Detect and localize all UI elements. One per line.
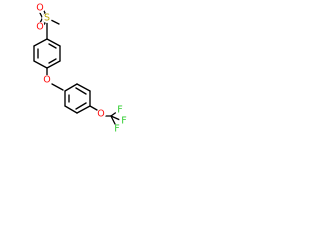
label-backing [112, 124, 122, 134]
label-backing [42, 75, 52, 85]
upper-ring-inner-double-bond [48, 43, 57, 49]
upper-ring-bond [46, 60, 61, 69]
atom-label-layer: O S O O O F F F [35, 3, 129, 135]
upper-ring-bond [33, 38, 48, 47]
fluorine-bottom-label: F [114, 124, 119, 135]
sulfonyl-sulfur-label: S [44, 13, 50, 24]
ether-to-lower-ring-bond [51, 83, 64, 91]
ether-oxygen-label: O [43, 75, 50, 86]
lower-ring-inner-double-bond [75, 87, 87, 95]
lower-ring-to-ocf3-bond [89, 105, 98, 111]
lower-ring-bond [76, 105, 91, 114]
bond-layer [33, 9, 121, 127]
upper-ring-inner-double-bond [48, 58, 57, 64]
upper-ring-bond [33, 60, 48, 69]
lower-ring-bond [76, 83, 91, 92]
lower-ring-bond [64, 83, 78, 92]
lower-ring-bond [64, 105, 78, 114]
label-backing [96, 109, 106, 119]
label-backing [42, 13, 52, 23]
label-backing [119, 116, 129, 126]
fluorine-right-label: F [121, 116, 126, 127]
label-backing [115, 105, 125, 115]
chemical-structure-diagram: O S O O O F F F [33, 3, 129, 135]
upper-ring-bond [46, 38, 61, 47]
cf3-fluorine-right-bond [110, 115, 121, 121]
label-backing [35, 22, 45, 32]
lower-ring-inner-double-bond [75, 102, 87, 110]
sulfonyl-oxygen-top-label: O [36, 3, 43, 14]
label-backing [35, 3, 45, 13]
trifluoromethoxy-oxygen-label: O [97, 109, 104, 120]
fluorine-top-label: F [117, 105, 122, 116]
cf3-fluorine-bottom-bond [110, 115, 117, 127]
sulfonyl-oxygen-bottom-label: O [36, 22, 43, 33]
